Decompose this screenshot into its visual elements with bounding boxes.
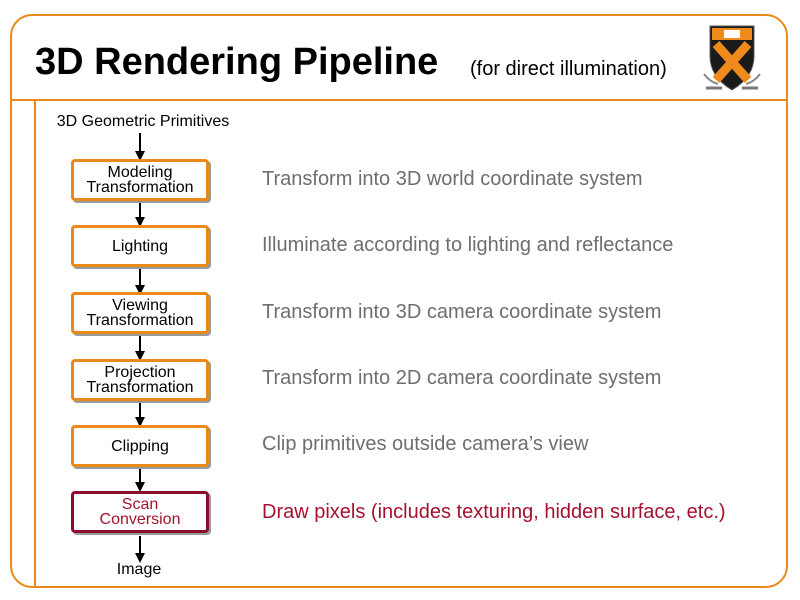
input-label: 3D Geometric Primitives [56, 113, 230, 130]
stage-description: Illuminate according to lighting and ref… [262, 234, 674, 256]
slide-subtitle: (for direct illumination) [470, 58, 667, 80]
title-divider [12, 99, 786, 101]
stage-clipping: Clipping [71, 425, 209, 467]
slide-title: 3D Rendering Pipeline [35, 41, 439, 83]
stage-description: Transform into 2D camera coordinate syst… [262, 367, 662, 389]
stage-scan-conversion: Scan Conversion [71, 491, 209, 533]
stage-description: Clip primitives outside camera’s view [262, 433, 589, 455]
stage-description: Draw pixels (includes texturing, hidden … [262, 501, 726, 523]
stage-projection-transformation: Projection Transformation [71, 359, 209, 401]
stage-modeling-transformation: Modeling Transformation [71, 159, 209, 201]
stage-label: Scan Conversion [99, 496, 181, 528]
stage-lighting: Lighting [71, 225, 209, 267]
stage-label: Lighting [111, 237, 169, 255]
stage-label: Projection Transformation [86, 364, 194, 396]
stage-label: Viewing Transformation [86, 297, 194, 329]
princeton-shield-icon [703, 25, 761, 91]
stage-label: Modeling Transformation [86, 164, 194, 196]
stage-description: Transform into 3D world coordinate syste… [262, 168, 643, 190]
output-label: Image [116, 561, 162, 578]
left-margin-rule [34, 100, 36, 586]
stage-description: Transform into 3D camera coordinate syst… [262, 301, 662, 323]
stage-viewing-transformation: Viewing Transformation [71, 292, 209, 334]
stage-label: Clipping [111, 437, 169, 455]
